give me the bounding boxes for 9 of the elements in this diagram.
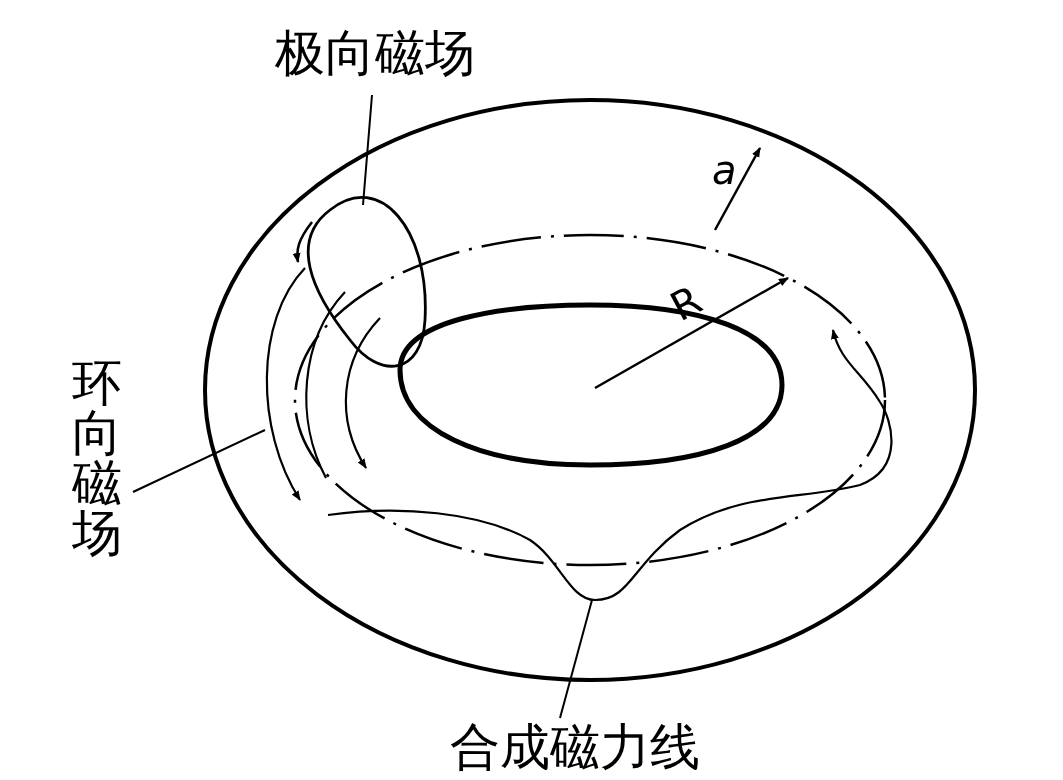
field-label: 合成磁力线 [450, 722, 700, 772]
field-label: 极向磁场 [275, 28, 475, 78]
leader-line [559, 599, 593, 719]
field-label: 环向磁场 [72, 358, 122, 558]
poloidal-field-loop [306, 196, 427, 368]
leader-line [132, 429, 266, 493]
resultant-field-line [327, 329, 893, 602]
dimension-label: a [712, 150, 737, 190]
leader-line [362, 94, 373, 206]
